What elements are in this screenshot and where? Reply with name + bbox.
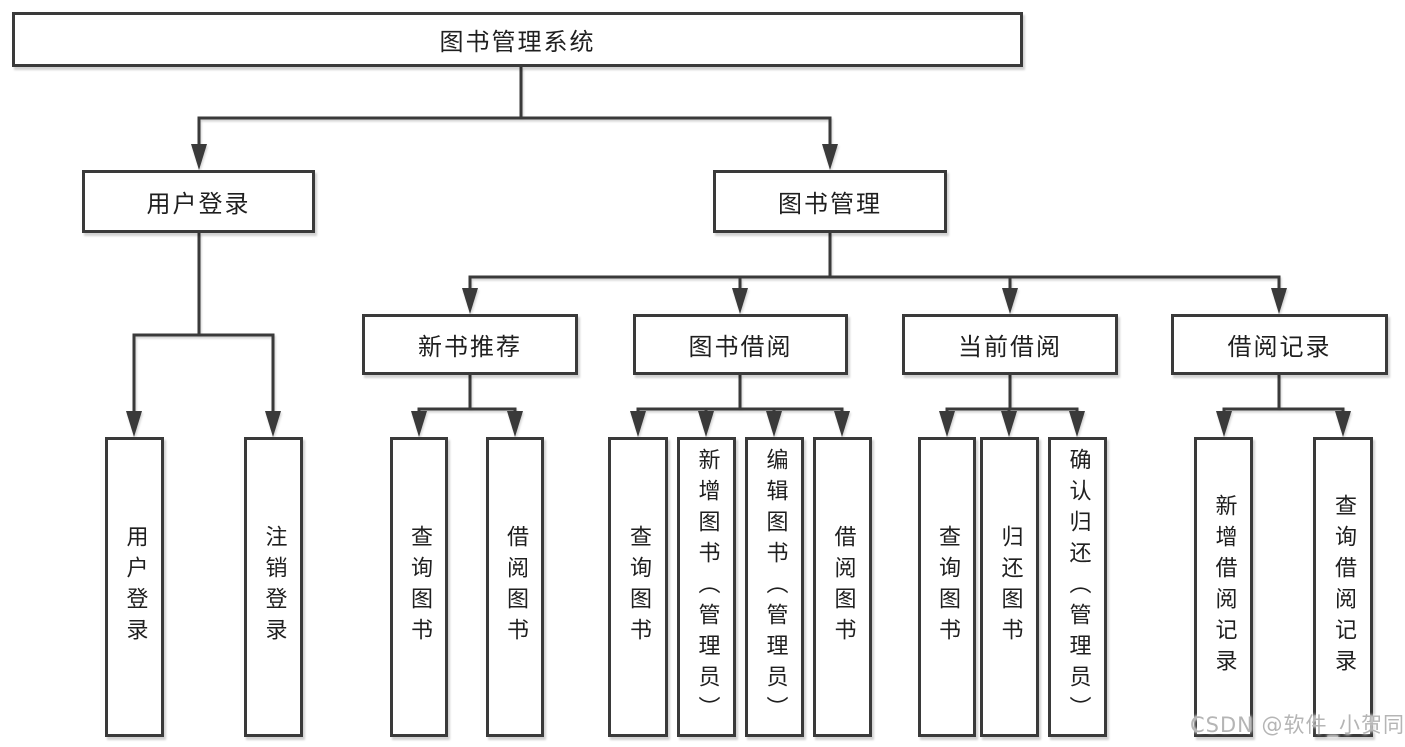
leaf-logout-login: 注销登录	[244, 437, 303, 737]
connector-book-management-to-level2	[462, 233, 1287, 314]
leaf-search-borrow-record: 查询借阅记录	[1313, 437, 1373, 737]
leaf-user-login: 用户登录	[105, 437, 164, 737]
connector-current-borrow-to-leaves	[939, 375, 1085, 437]
leaf-add-books-admin: 新增图书（管理员）	[677, 437, 736, 737]
node-new-book-recommend: 新书推荐	[362, 314, 578, 375]
connector-user-login-to-leaves	[126, 233, 281, 437]
leaf-add-borrow-record: 新增借阅记录	[1194, 437, 1253, 737]
leaf-return-books: 归还图书	[980, 437, 1039, 737]
node-book-borrow: 图书借阅	[633, 314, 848, 375]
connector-new-book-recommend-to-leaves	[411, 375, 523, 437]
connector-root-to-level1	[191, 67, 838, 170]
leaf-edit-books-admin: 编辑图书（管理员）	[745, 437, 804, 737]
leaf-borrow-books-recommend: 借阅图书	[486, 437, 544, 737]
node-book-management: 图书管理	[713, 170, 947, 233]
node-current-borrow: 当前借阅	[902, 314, 1118, 375]
leaf-search-books-recommend: 查询图书	[390, 437, 448, 737]
leaf-search-books-current: 查询图书	[918, 437, 976, 737]
node-borrow-records: 借阅记录	[1171, 314, 1388, 375]
leaf-search-books-borrow: 查询图书	[608, 437, 668, 737]
node-user-login: 用户登录	[82, 170, 315, 233]
leaf-confirm-return-admin: 确认归还（管理员）	[1048, 437, 1107, 737]
node-root: 图书管理系统	[12, 12, 1023, 67]
leaf-borrow-books: 借阅图书	[813, 437, 872, 737]
watermark: CSDN @软件_小贺同学	[1190, 713, 1405, 737]
connector-book-borrow-to-leaves	[630, 375, 850, 437]
connector-borrow-records-to-leaves	[1216, 375, 1351, 437]
